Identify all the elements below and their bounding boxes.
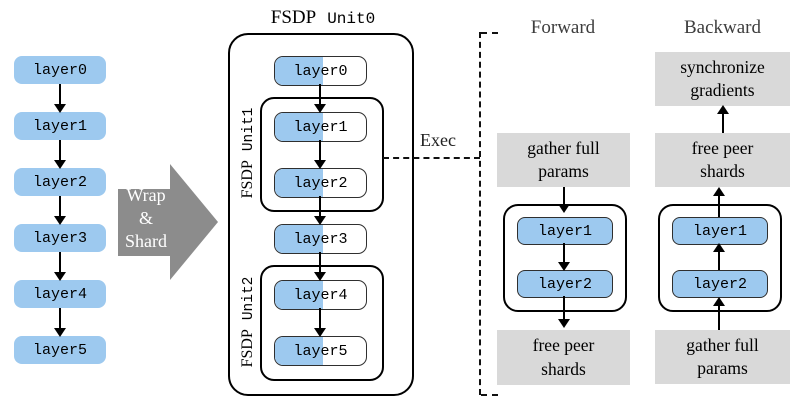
arrow-down-icon (54, 252, 66, 281)
free-line2: shards (700, 161, 745, 181)
free-line2: shards (541, 358, 586, 379)
forward-gather-box: gather full params (497, 133, 630, 187)
tree-layer3-label: layer3 (293, 230, 348, 248)
fsdp-unit2-label-mono: Unit2 (241, 276, 257, 321)
fsdp-unit0-title: FSDP Unit0 (230, 7, 416, 29)
tree-layer0-box: layer0 (274, 56, 367, 86)
wrap-line: Wrap (126, 185, 166, 205)
sync-line1: synchronize (680, 56, 765, 77)
wrap-shard-arrowhead-icon (170, 164, 218, 280)
exec-bracket-top-hook (481, 32, 498, 34)
chain-layer5-box: layer5 (14, 336, 106, 364)
wrap-shard-arrow-icon (118, 189, 171, 256)
backward-title: Backward (683, 17, 762, 38)
gather-line1: gather full (686, 334, 759, 355)
tree-layer3-box: layer3 (274, 224, 367, 254)
tree-layer1-box: layer1 (274, 112, 367, 142)
forward-free-box: free peer shards (497, 330, 630, 385)
arrow-down-icon (54, 308, 66, 337)
fsdp-unit1-label: FSDP Unit1 (239, 93, 257, 213)
backward-sync-box: synchronize gradients (655, 52, 790, 106)
fsdp-unit2-label: FSDP Unit2 (239, 262, 257, 382)
chain-layer2-box: layer2 (14, 168, 106, 196)
gather-line1: gather full (527, 137, 600, 158)
exec-dashed-line (383, 157, 480, 159)
amp-line: & (138, 208, 153, 229)
arrow-down-icon (558, 187, 570, 213)
backward-layer1-box: layer1 (672, 217, 768, 245)
tree-layer5-label: layer5 (293, 342, 348, 360)
chain-layer1-box: layer1 (14, 112, 106, 140)
tree-layer5-box: layer5 (274, 336, 367, 366)
exec-bracket-bottom-hook (481, 394, 498, 396)
fsdp-unit1-label-serif: FSDP (239, 160, 256, 199)
gather-line2: params (697, 358, 748, 378)
arrow-down-icon (54, 140, 66, 169)
arrow-down-icon (314, 196, 326, 225)
arrow-down-icon (314, 308, 326, 337)
arrow-up-icon (713, 243, 725, 270)
arrow-down-icon (54, 196, 66, 225)
arrow-down-icon (558, 243, 570, 271)
forward-layer1-box: layer1 (517, 217, 613, 245)
gather-line2: params (538, 161, 589, 181)
sync-line2: gradients (690, 80, 755, 100)
arrow-up-icon (717, 105, 729, 133)
free-line1: free peer (691, 137, 754, 158)
chain-layer0-box: layer0 (14, 56, 106, 84)
arrow-up-icon (713, 187, 725, 217)
shard-line: Shard (125, 231, 167, 252)
arrow-down-icon (314, 140, 326, 169)
forward-layer2-box: layer2 (517, 270, 613, 298)
tree-layer1-label: layer1 (293, 118, 348, 136)
backward-free-box: free peer shards (655, 133, 790, 187)
wrap-shard-label: Wrap & Shard (112, 184, 180, 253)
fsdp-unit0-title-serif: FSDP (270, 7, 317, 28)
exec-dashed-bracket (479, 32, 481, 395)
arrow-down-icon (54, 84, 66, 113)
fsdp-unit1-label-mono: Unit1 (241, 107, 257, 152)
arrow-up-icon (713, 297, 725, 330)
tree-layer4-box: layer4 (274, 280, 367, 310)
arrow-down-icon (314, 84, 326, 113)
tree-layer4-label: layer4 (293, 286, 348, 304)
arrow-down-icon (558, 296, 570, 328)
fsdp-unit0-title-mono: Unit0 (327, 10, 376, 28)
arrow-down-icon (314, 252, 326, 281)
backward-gather-box: gather full params (655, 330, 790, 384)
fsdp-unit2-label-serif: FSDP (239, 329, 256, 368)
free-line1: free peer (532, 335, 595, 356)
tree-layer2-label: layer2 (293, 174, 348, 192)
backward-layer2-box: layer2 (672, 270, 768, 298)
tree-layer0-label: layer0 (293, 62, 348, 80)
chain-layer3-box: layer3 (14, 224, 106, 252)
chain-layer4-box: layer4 (14, 280, 106, 308)
forward-title: Forward (530, 17, 596, 38)
tree-layer2-box: layer2 (274, 168, 367, 198)
exec-label: Exec (420, 130, 456, 150)
